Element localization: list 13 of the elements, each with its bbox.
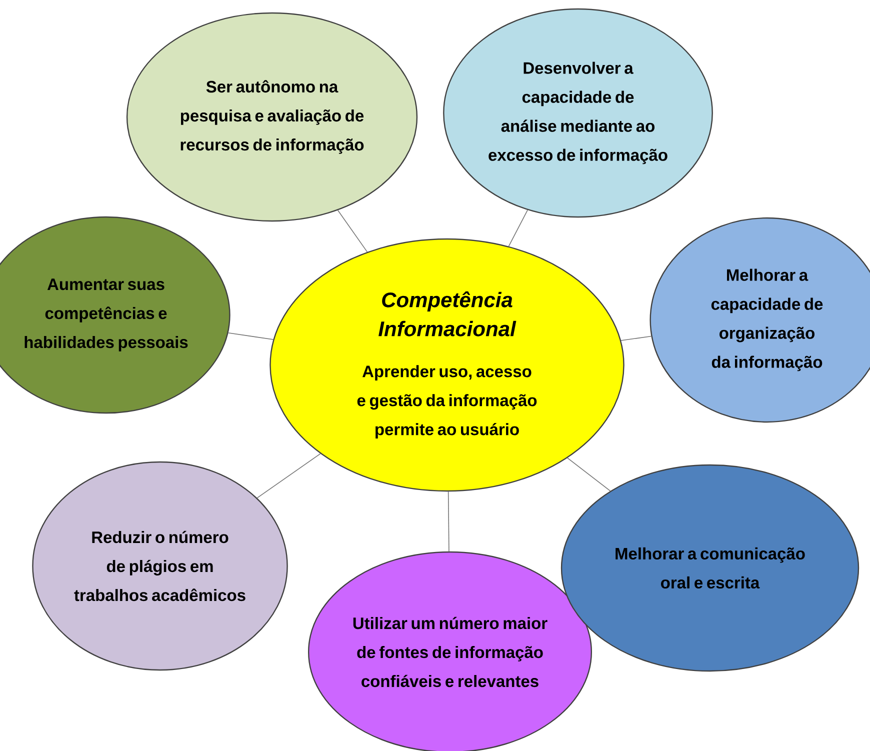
circle-node: Desenvolver a capacidade de análise mediante ao excesso de informação bbox=[443, 8, 713, 218]
connector-line bbox=[567, 458, 611, 492]
circle-node: Ser autônomo na pesquisa e avaliação de recursos de informação bbox=[126, 12, 418, 222]
connector-line bbox=[256, 453, 321, 498]
connector-line bbox=[620, 336, 652, 341]
connector-line bbox=[448, 491, 450, 552]
circle-node: Melhorar a capacidade de organização da informação bbox=[650, 217, 870, 423]
circle-node: Melhorar a comunicação oral e escrita bbox=[560, 464, 860, 672]
connector-line bbox=[337, 210, 368, 252]
circle-node: Utilizar um número maior de fontes de informação confiáveis e relevantes bbox=[308, 551, 592, 751]
connector-line bbox=[228, 332, 274, 340]
connector-line bbox=[508, 210, 528, 247]
circle-node: Reduzir o número de plágios em trabalhos acadêmicos bbox=[32, 461, 288, 671]
